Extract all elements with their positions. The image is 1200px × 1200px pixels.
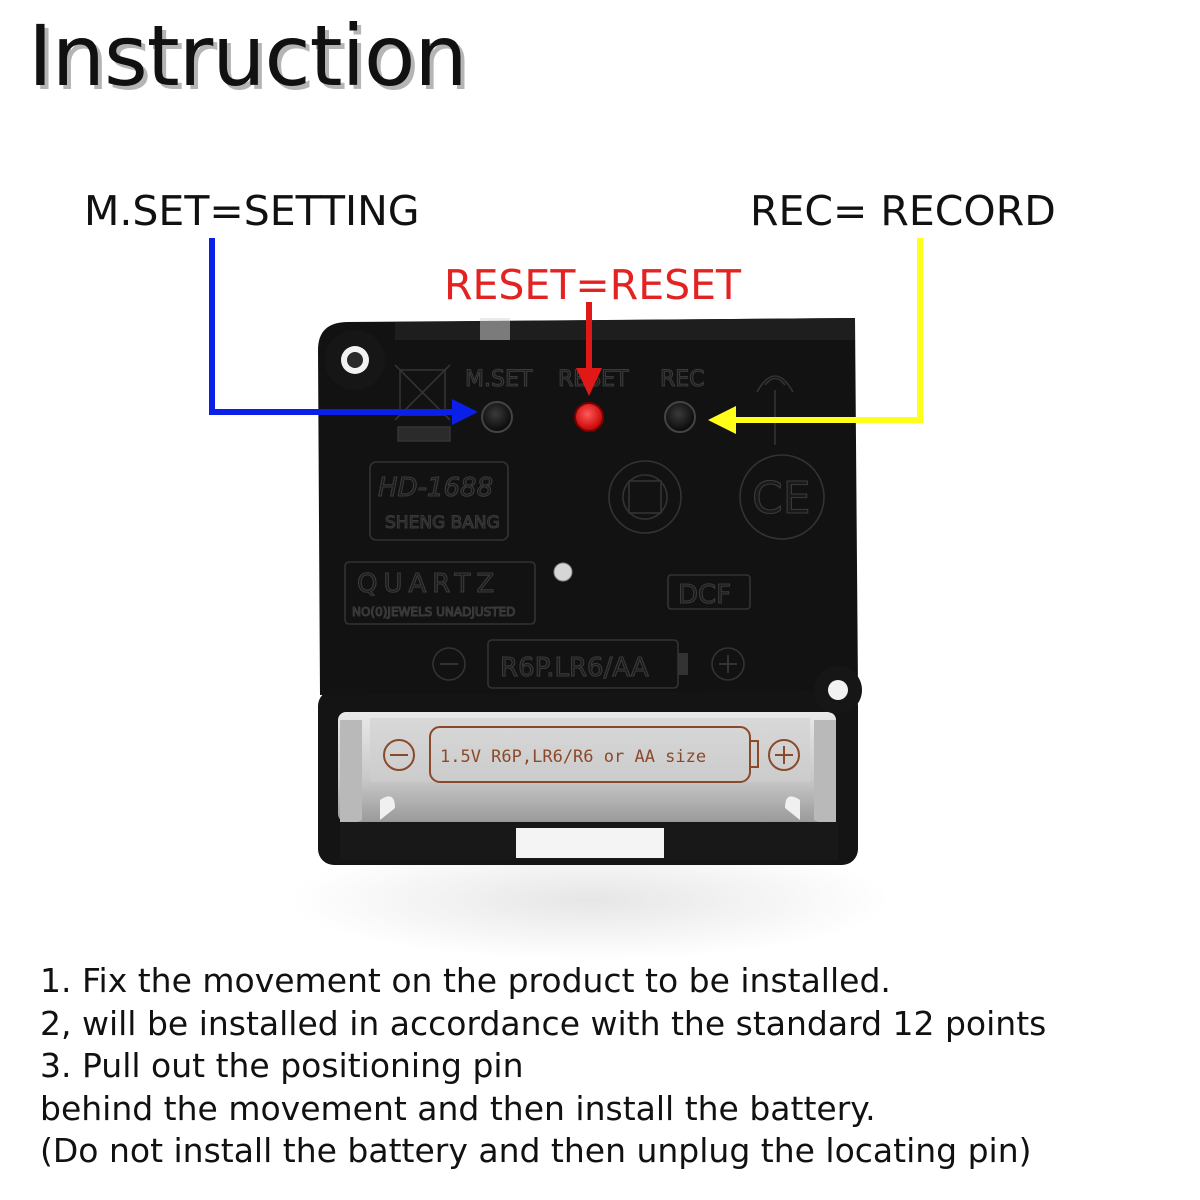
reset-arrow	[576, 302, 602, 396]
battery-tray: 1.5V R6P,LR6/R6 or AA size	[318, 690, 858, 865]
quartz-label: QUARTZ	[357, 569, 500, 599]
movement-reflection	[290, 840, 890, 960]
rec-label: REC= RECORD	[750, 187, 1056, 235]
mset-label: M.SET=SETTING	[84, 187, 420, 235]
page-title: Instruction	[28, 7, 468, 105]
instruction-line: 3. Pull out the positioning pin	[40, 1046, 524, 1085]
instruction-line: 2, will be installed in accordance with …	[40, 1003, 1047, 1043]
battery-tray-text: 1.5V R6P,LR6/R6 or AA size	[440, 747, 706, 767]
ccc-mark-icon	[608, 460, 682, 534]
rec-arrow	[708, 238, 923, 434]
rec-button-label: REC	[660, 367, 705, 392]
maker-name: SHENG BANG	[385, 513, 500, 533]
model-number: HD-1688	[378, 473, 493, 503]
battery-label-plate: R6P.LR6/AA	[432, 639, 745, 689]
dcf-label: DCF	[678, 580, 731, 610]
battery-label: R6P.LR6/AA	[500, 653, 649, 683]
reset-label: RESET=RESET	[444, 261, 742, 309]
positioning-pin	[553, 562, 573, 582]
quartz-plate: QUARTZ NO(0)JEWELS UNADJUSTED	[344, 561, 536, 625]
dcf-plate: DCF	[667, 574, 751, 611]
instruction-list: 1. Fix the movement on the product to be…	[40, 960, 1190, 1173]
instruction-line: (Do not install the battery and then unp…	[40, 1131, 1032, 1170]
ce-mark-icon: CE	[739, 454, 825, 540]
model-plate: HD-1688 SHENG BANG	[369, 461, 509, 541]
reset-button[interactable]	[574, 402, 604, 432]
rec-button[interactable]	[664, 401, 696, 433]
mset-arrow	[209, 238, 478, 425]
instruction-line: behind the movement and then install the…	[40, 1088, 876, 1128]
mset-button-label: M.SET	[465, 367, 533, 392]
quartz-sub-label: NO(0)JEWELS UNADJUSTED	[352, 605, 515, 619]
svg-text:CE: CE	[752, 473, 811, 524]
mset-button[interactable]	[481, 401, 513, 433]
instruction-line: 1. Fix the movement on the product to be…	[40, 961, 891, 1000]
